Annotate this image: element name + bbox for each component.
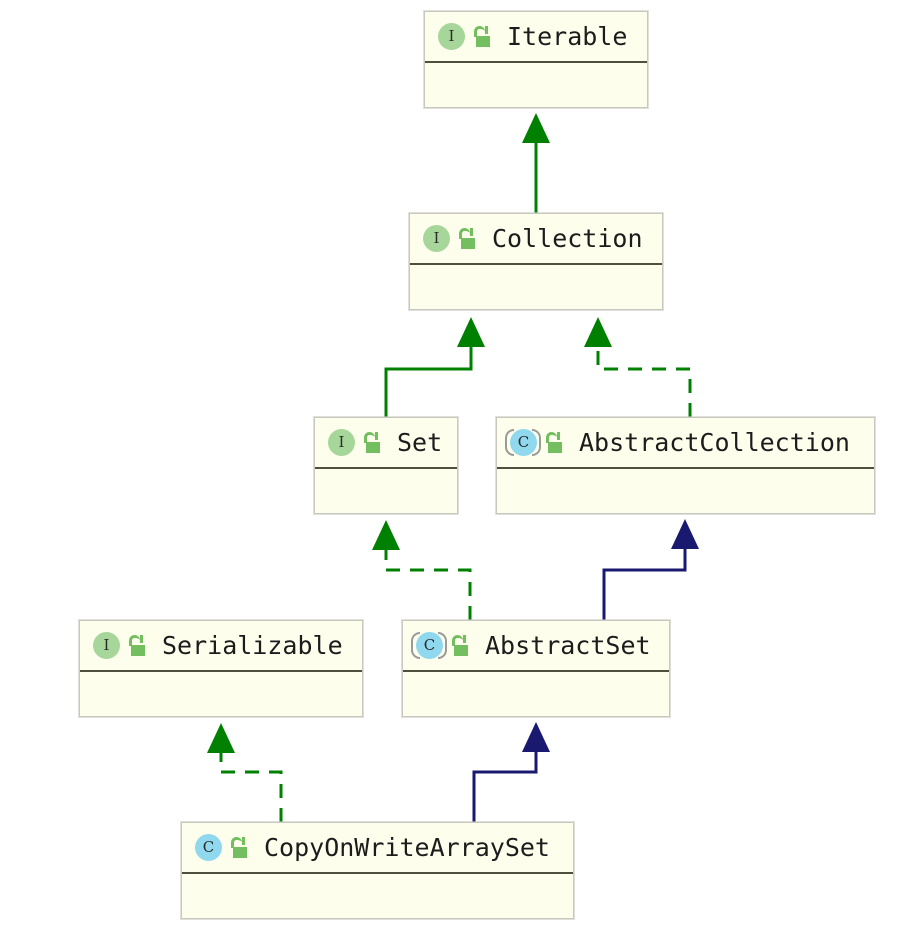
interface-badge-icon: I — [91, 631, 121, 661]
uml-node-header: I Collection — [410, 214, 662, 265]
uml-node-copyonwritearrayset[interactable]: C CopyOnWriteArraySet — [181, 822, 574, 919]
uml-node-title: AbstractSet — [485, 631, 651, 660]
open-padlock-icon — [230, 837, 248, 858]
open-padlock-icon — [458, 228, 476, 249]
uml-node-header: C CopyOnWriteArraySet — [182, 823, 573, 874]
interface-badge-letter: I — [93, 631, 120, 659]
uml-node-header: I Iterable — [425, 12, 647, 63]
edge-abstractset-extends-abstractcollection — [602, 519, 699, 620]
interface-badge-letter: I — [423, 224, 450, 252]
uml-node-abstractset[interactable]: C AbstractSet — [402, 620, 670, 717]
interface-badge-icon: I — [421, 224, 451, 254]
uml-node-header: I Serializable — [80, 621, 362, 672]
uml-node-header: I Set — [315, 418, 457, 469]
abstract-class-badge-icon: C — [411, 631, 447, 661]
uml-node-members-compartment — [403, 672, 669, 716]
open-padlock-icon — [451, 635, 469, 656]
uml-node-members-compartment — [410, 265, 662, 309]
interface-badge-letter: I — [328, 428, 355, 456]
open-padlock-icon — [128, 635, 146, 656]
uml-node-iterable[interactable]: I Iterable — [424, 11, 648, 108]
interface-badge-letter: I — [438, 22, 465, 50]
edge-copyonwritearrayset-extends-abstractset — [472, 722, 550, 822]
edge-collection-extends-iterable — [522, 113, 550, 213]
edge-abstractset-implements-set — [372, 520, 472, 620]
abstract-class-badge-icon: C — [505, 428, 541, 458]
uml-node-members-compartment — [425, 63, 647, 107]
uml-node-title: Serializable — [162, 631, 343, 660]
uml-node-collection[interactable]: I Collection — [409, 213, 663, 310]
open-padlock-icon — [363, 432, 381, 453]
interface-badge-icon: I — [326, 428, 356, 458]
uml-node-serializable[interactable]: I Serializable — [79, 620, 363, 717]
edge-copyonwritearrayset-implements-serializable — [207, 723, 283, 822]
class-badge-letter: C — [510, 428, 537, 456]
class-badge-letter: C — [416, 631, 443, 659]
uml-node-title: Collection — [492, 224, 643, 253]
uml-node-title: CopyOnWriteArraySet — [264, 833, 550, 862]
class-badge-icon: C — [193, 833, 223, 863]
open-padlock-icon — [473, 26, 491, 47]
uml-node-members-compartment — [497, 469, 874, 513]
interface-badge-icon: I — [436, 22, 466, 52]
class-badge-letter: C — [195, 833, 222, 861]
uml-node-title: AbstractCollection — [579, 428, 850, 457]
open-padlock-icon — [545, 432, 563, 453]
uml-node-title: Iterable — [507, 22, 628, 51]
uml-node-members-compartment — [315, 469, 457, 513]
edge-abstractcollection-implements-collection — [584, 317, 692, 417]
uml-node-members-compartment — [182, 874, 573, 918]
uml-node-header: C AbstractCollection — [497, 418, 874, 469]
uml-node-title: Set — [397, 428, 443, 457]
uml-node-set[interactable]: I Set — [314, 417, 458, 514]
uml-node-abstractcollection[interactable]: C AbstractCollection — [496, 417, 875, 514]
uml-node-header: C AbstractSet — [403, 621, 669, 672]
edge-set-extends-collection — [384, 317, 485, 417]
uml-node-members-compartment — [80, 672, 362, 716]
